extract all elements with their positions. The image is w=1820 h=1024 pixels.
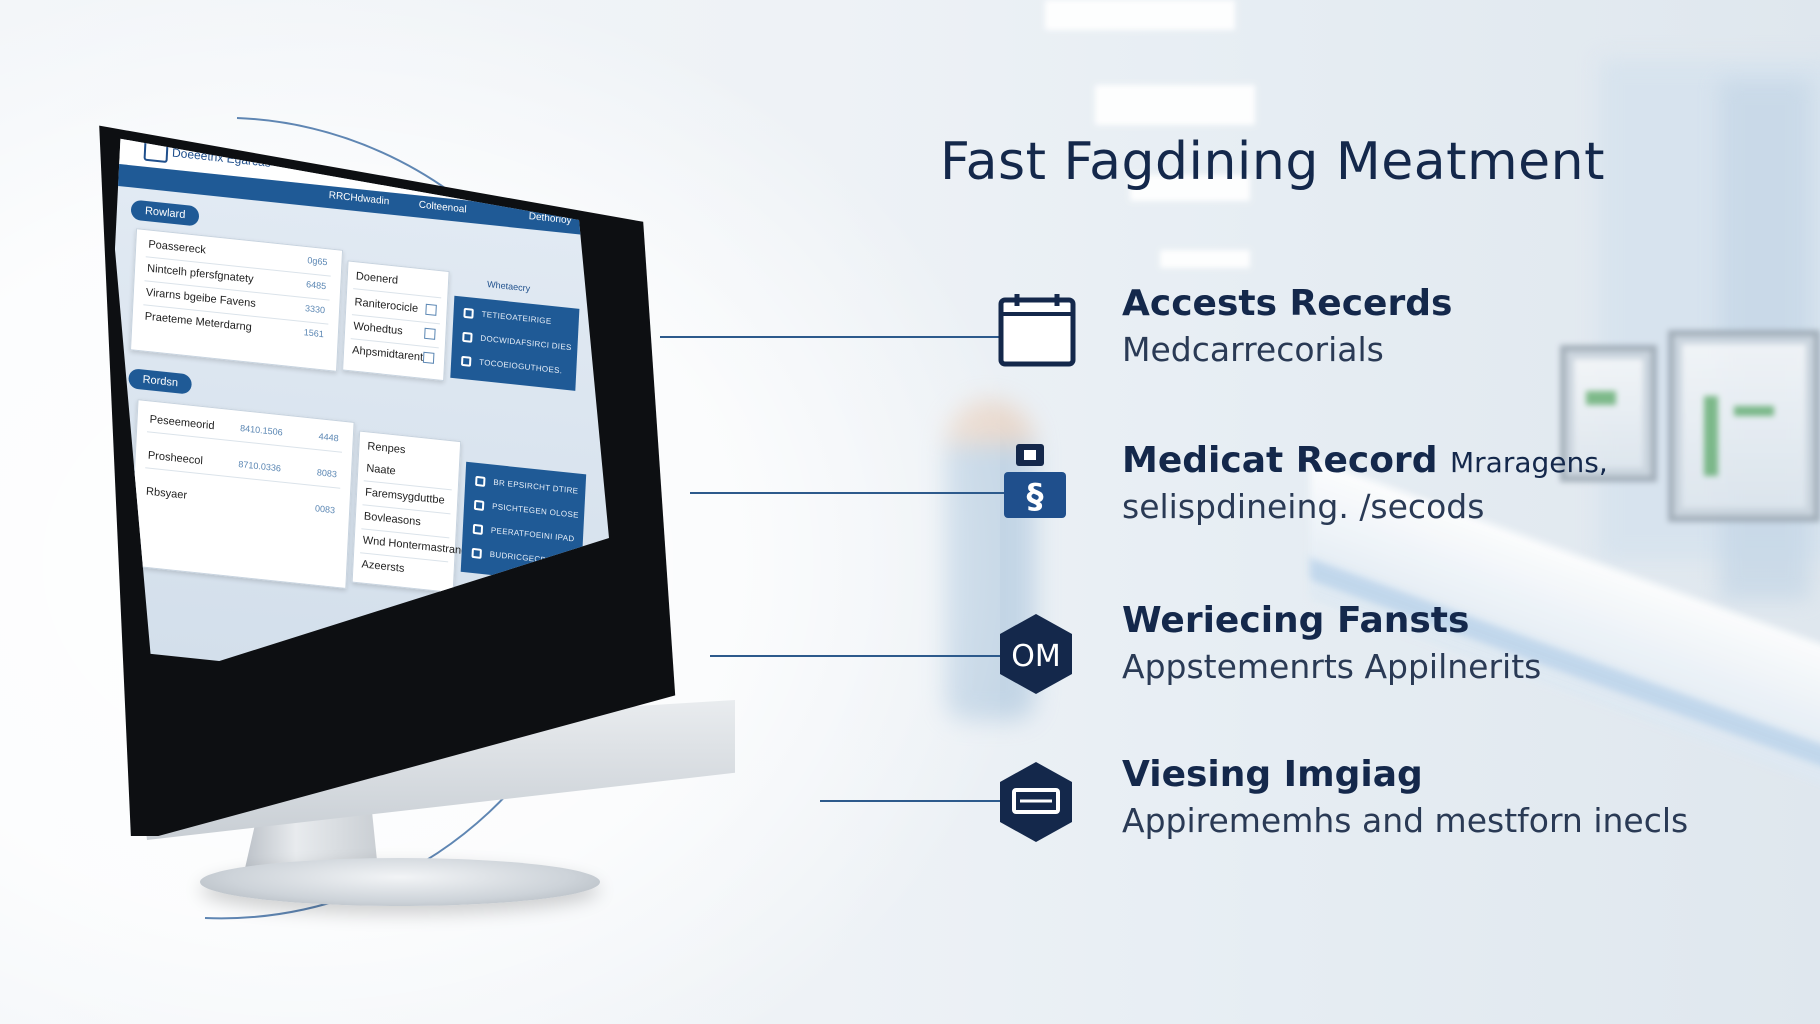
row-value: 1561 (303, 327, 325, 340)
nav-item[interactable]: RRCHdwadin (328, 190, 390, 208)
summary-row[interactable]: TOCOEIOGUTHOES. (460, 353, 569, 382)
feature-subtitle: Appirememhs and mestforn inecls (1122, 801, 1689, 840)
list-item-label: Raniterocicle (354, 296, 419, 315)
square-icon (462, 331, 473, 343)
list-item-label: Wohedtus (353, 320, 403, 338)
feature-viewing-imaging: Viesing Imgiag Appirememhs and mestforn … (1122, 754, 1688, 840)
om-hexagon-icon: OM (1000, 614, 1072, 694)
feature-subtitle: Medcarrecorials (1122, 330, 1384, 369)
feature-accessing-records: Accests Recerds Medcarrecorials (1122, 283, 1452, 369)
nav-item[interactable]: Colteenoal (418, 199, 467, 216)
ceiling-light (1095, 85, 1255, 125)
doc-icon (425, 303, 437, 316)
ceiling-light (1130, 175, 1250, 201)
square-icon (472, 523, 484, 535)
row-value: 8710.0336 (238, 459, 282, 474)
summary-text: TETIEOATEIRIGE (481, 309, 552, 326)
doc-icon (422, 351, 435, 364)
feature-title: Weriecing Fansts (1122, 600, 1470, 641)
feature-title: Medicat Record (1122, 440, 1438, 481)
calendar-icon (998, 294, 1076, 367)
square-icon (475, 475, 486, 487)
row-label: Rbsyaer (145, 485, 188, 502)
square-icon (460, 355, 472, 367)
svg-text:§: § (1027, 477, 1044, 517)
row-value: 8083 (316, 467, 338, 480)
row-label: Poassereck (148, 238, 207, 257)
options-list-card: Renpes Naate Faremsygduttbe Bovleasons W… (351, 430, 468, 594)
feature-weriecing-fansts: Weriecing Fansts Appstemenrts Appilnerit… (1122, 600, 1541, 686)
summary-text: TOCOEIOGUTHOES. (479, 357, 563, 376)
background-monitor (1560, 345, 1657, 482)
row-label: Praeteme Meterdarng (144, 310, 253, 334)
doc-icon (424, 327, 436, 340)
row-value: 0g65 (307, 255, 328, 268)
row-label: Peseemeorid (149, 413, 215, 433)
list-item-label: Doenerd (355, 270, 399, 287)
summary-text: PSICHTEGEN OLOSE (491, 501, 579, 520)
list-item-label: Ahpsmidtarent (351, 344, 424, 364)
imaging-hexagon-icon (1000, 762, 1072, 842)
table-row[interactable]: Rbsyaer 0083 (143, 479, 339, 523)
feature-title: Viesing Imgiag (1122, 754, 1423, 795)
list-item-label: Azeersts (361, 558, 405, 575)
hamburger-menu-icon[interactable] (644, 224, 659, 239)
row-label: Prosheecol (147, 449, 204, 468)
monitor-stand-base (200, 858, 600, 906)
om-icon-text: OM (1011, 639, 1061, 674)
feature-medical-record: Medicat Record Mraragens, selispdineing.… (1122, 440, 1608, 526)
feature-title: Accests Recerds (1122, 283, 1453, 324)
section-pill-mid[interactable]: Rordsn (128, 368, 193, 395)
square-icon (473, 499, 485, 511)
list-item-label: Naate (366, 462, 397, 478)
background-monitor (1668, 330, 1820, 522)
square-icon (463, 307, 474, 319)
row-value: 6485 (305, 279, 327, 292)
records-menu-card: Doenerd Raniterocicle Wohedtus Ahpsmidta… (342, 260, 450, 382)
page-title: Fast Fagdining Meatment (940, 132, 1605, 192)
summary-row[interactable]: PEERATFOEINI IPAD (472, 521, 575, 550)
list-item-label: Faremsygduttbe (364, 486, 445, 507)
summary-row[interactable]: PSICHTEGEN OLOSE (473, 497, 579, 526)
row-value: 4448 (318, 431, 339, 444)
feature-title-suffix: Mraragens, (1450, 446, 1608, 479)
row-value: 3330 (304, 303, 326, 316)
row-value: 8410.1506 (239, 423, 283, 438)
list-item-label: Bovleasons (363, 510, 422, 529)
summary-text: DOCWIDAFSIRCI DIES (480, 333, 572, 353)
feature-subtitle: Appstemenrts Appilnerits (1122, 647, 1542, 686)
row-value: 0083 (314, 503, 336, 516)
ceiling-light (1045, 0, 1235, 30)
ceiling-light (1160, 250, 1250, 268)
blue-summary-card-1: TETIEOATEIRIGE DOCWIDAFSIRCI DIES TOCOEI… (450, 295, 580, 391)
list-item-label: Renpes (367, 440, 406, 457)
feature-subtitle: selispdineing. /secods (1122, 487, 1485, 526)
medical-record-icon: § (1004, 444, 1066, 518)
hospital-label: Whetaecry (486, 279, 531, 294)
square-icon (471, 547, 482, 559)
section-pill-top[interactable]: Rowlard (130, 199, 200, 227)
summary-row[interactable]: BR EPSIRCHT DTIRE (475, 473, 579, 502)
nav-right-label[interactable]: Lagidde (633, 205, 666, 220)
summary-text: BR EPSIRCHT DTIRE (493, 477, 579, 496)
patient-details-card: Peseemeorid 8410.1506 4448 Prosheecol 8710.… (129, 399, 355, 589)
summary-text: PEERATFOEINI IPAD (490, 525, 575, 544)
